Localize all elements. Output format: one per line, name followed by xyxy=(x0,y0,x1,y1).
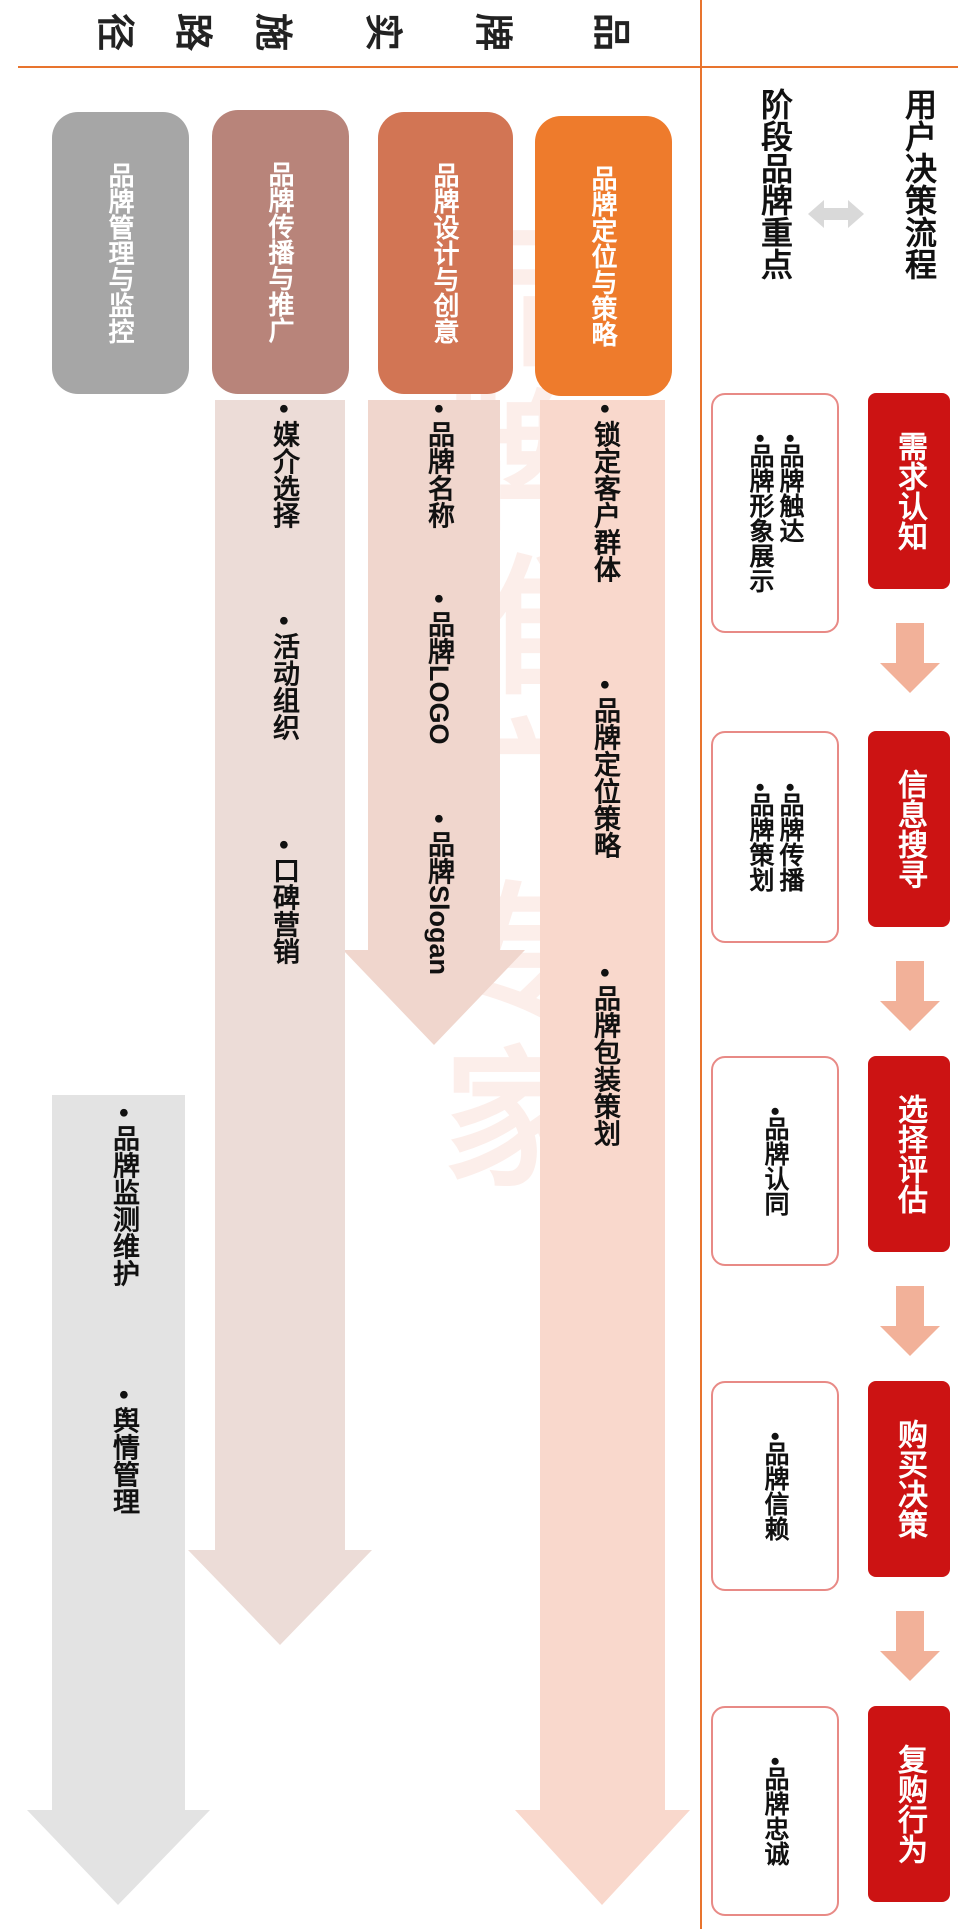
path-pill-management: 品牌管理与监控 xyxy=(52,112,189,394)
stage-box: 信息搜寻 xyxy=(868,731,950,927)
focus-item: •品牌传播 xyxy=(776,782,804,892)
stage-label: 复购行为 xyxy=(893,1744,926,1864)
stage-label: 购买决策 xyxy=(893,1419,926,1539)
stage-box: 需求认知 xyxy=(868,393,950,589)
decision-title: 用户决策流程 xyxy=(901,88,937,280)
double-arrow-icon xyxy=(808,200,864,228)
stage-label: 信息搜寻 xyxy=(893,769,926,889)
divider-horizontal xyxy=(18,66,958,68)
stage-focus-box: •品牌认同 xyxy=(711,1056,839,1266)
flow-arrow-icon xyxy=(880,961,940,1031)
path-arrow-1 xyxy=(515,400,690,1905)
path-arrows xyxy=(27,400,690,1905)
stage-label: 需求认知 xyxy=(893,431,926,551)
focus-item: •品牌忠诚 xyxy=(761,1756,789,1866)
stage-box: 复购行为 xyxy=(868,1706,950,1902)
stage-focus-box: •品牌忠诚 xyxy=(711,1706,839,1916)
focus-item: •品牌形象展示 xyxy=(746,433,774,593)
focus-title: 阶段品牌重点 xyxy=(757,88,793,280)
stage-box: 选择评估 xyxy=(868,1056,950,1252)
path-item: • 锁定客户群体 xyxy=(590,404,620,583)
flow-arrow-icon xyxy=(880,1286,940,1356)
path-item: • 品牌包装策划 xyxy=(590,968,620,1147)
path-pill-promotion: 品牌传播与推广 xyxy=(212,110,349,394)
stage-focus-box: •品牌信赖 xyxy=(711,1381,839,1591)
path-item: • 品牌Slogan xyxy=(424,814,454,975)
stage-focus-box: •品牌传播•品牌策划 xyxy=(711,731,839,943)
path-item: • 品牌定位策略 xyxy=(590,680,620,859)
flow-arrow-icon xyxy=(880,623,940,693)
path-item: • 媒介选择 xyxy=(269,404,299,529)
path-pill-strategy: 品牌定位与策略 xyxy=(535,116,672,396)
path-pill-design: 品牌设计与创意 xyxy=(378,112,513,394)
path-item: • 活动组织 xyxy=(269,616,299,741)
path-arrow-2 xyxy=(343,400,525,1045)
path-item: • 舆情管理 xyxy=(109,1390,139,1515)
path-item: • 口碑营销 xyxy=(269,840,299,965)
focus-item: •品牌认同 xyxy=(761,1106,789,1216)
focus-item: •品牌信赖 xyxy=(761,1431,789,1541)
path-arrow-3 xyxy=(188,400,372,1645)
path-item: • 品牌名称 xyxy=(424,404,454,529)
focus-item: •品牌触达 xyxy=(776,433,804,543)
stage-box: 购买决策 xyxy=(868,1381,950,1577)
stage-label: 选择评估 xyxy=(893,1094,926,1214)
path-arrow-4 xyxy=(27,1095,210,1905)
path-item: • 品牌监测维护 xyxy=(109,1108,139,1287)
flow-arrow-icon xyxy=(880,1611,940,1681)
stage-focus-box: •品牌触达•品牌形象展示 xyxy=(711,393,839,633)
divider-vertical xyxy=(700,0,702,1929)
focus-item: •品牌策划 xyxy=(746,782,774,892)
path-item: • 品牌LOGO xyxy=(424,594,454,745)
